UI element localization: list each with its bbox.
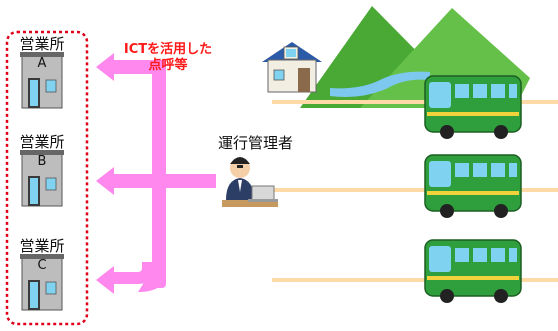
road-2 [272,188,558,192]
person-at-laptop-icon [222,157,278,207]
manager-label: 運行管理者 [218,134,294,152]
office-building-icon [20,254,64,311]
house-icon [262,42,322,93]
office-letter-c: C [37,258,47,273]
ict-rollcall-label: ICTを活用した 点呼等 [110,42,226,74]
ict-arrows [96,53,216,294]
bus-icon [424,154,522,218]
office-letter-a: A [37,56,47,71]
road-1 [272,100,558,104]
office-building-icon [20,150,64,207]
office-building-icon [20,52,64,109]
river-icon [330,71,430,97]
ict-label-line1: ICTを活用した [123,42,213,57]
bus-icon [424,75,522,139]
office-label-b: 営業所 [19,133,65,151]
office-label-c: 営業所 [19,237,65,255]
ict-label-line2: 点呼等 [148,58,188,73]
office-letter-b: B [37,154,47,169]
road-3 [272,278,558,282]
office-group-border [5,30,89,326]
bus-icon [424,239,522,303]
office-label-a: 営業所 [19,35,65,53]
